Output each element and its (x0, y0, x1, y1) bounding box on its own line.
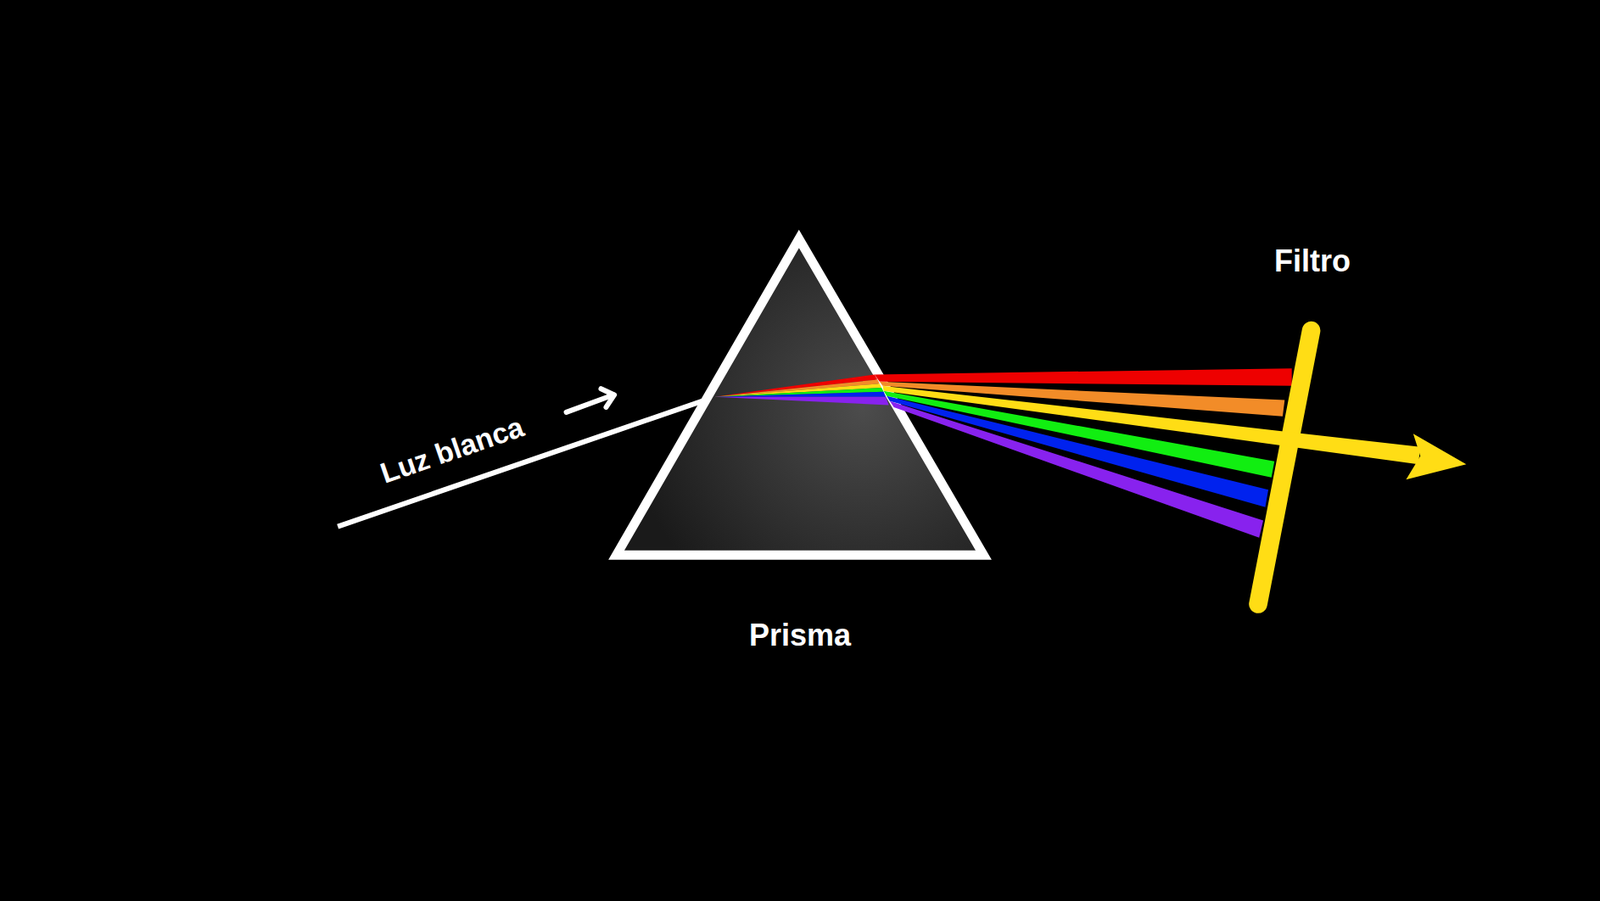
transmitted-yellow-beam (882, 386, 1466, 481)
filter-label: Filtro (1274, 243, 1351, 280)
direction-arrow (566, 388, 616, 413)
light-label: Luz blanca (376, 409, 529, 490)
internal-dispersion (714, 374, 890, 405)
prism-label: Prisma (749, 617, 851, 654)
filter (1258, 330, 1312, 605)
